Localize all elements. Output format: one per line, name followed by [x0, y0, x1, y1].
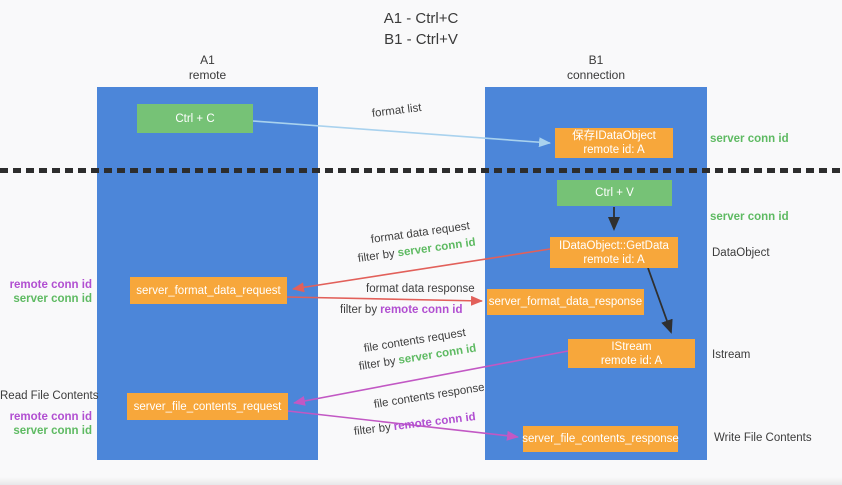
save-dataobject-line1: 保存IDataObject — [572, 130, 656, 142]
page-title: A1 - Ctrl+C B1 - Ctrl+V — [0, 8, 842, 50]
save-dataobject-node: 保存IDataObject remote id: A — [555, 128, 673, 158]
column-header-b1: B1 connection — [485, 53, 707, 83]
bottom-shadow — [0, 477, 842, 485]
getdata-line2: remote id: A — [583, 253, 645, 266]
getdata-line1: IDataObject::GetData — [559, 239, 669, 252]
filter-by-text: filter by — [357, 247, 396, 265]
server-file-contents-response-node: server_file_contents_response — [522, 426, 679, 452]
column-a1-role: remote — [188, 68, 227, 82]
istream-node: IStream remote id: A — [568, 339, 695, 368]
ctrl-c-node: Ctrl + C — [137, 104, 253, 133]
ctrl-v-label: Ctrl + V — [595, 187, 634, 199]
dataobject-label: DataObject — [712, 247, 770, 259]
server-file-contents-request-label: server_file_contents_request — [133, 400, 282, 413]
filter-by-text: filter by — [353, 421, 392, 438]
istream-line2: remote id: A — [600, 354, 663, 367]
server-file-contents-request-node: server_file_contents_request — [127, 393, 288, 420]
write-file-contents-label: Write File Contents — [714, 432, 812, 444]
server-format-data-request-node: server_format_data_request — [130, 277, 287, 304]
server-conn-id-label-mid: server conn id — [710, 211, 789, 223]
format-data-response-label: format data response — [366, 283, 475, 295]
column-header-a1: A1 remote — [97, 53, 318, 83]
server-file-contents-response-label: server_file_contents_response — [522, 433, 679, 445]
ctrl-v-node: Ctrl + V — [557, 180, 672, 206]
getdata-node: IDataObject::GetData remote id: A — [550, 237, 678, 268]
format-conn-id-stack: remote conn id server conn id — [0, 278, 92, 306]
server-format-data-request-label: server_format_data_request — [136, 284, 281, 297]
remote-conn-id-label-file: remote conn id — [9, 411, 92, 423]
filter-by-text: filter by — [340, 304, 378, 316]
ctrl-c-label: Ctrl + C — [175, 112, 215, 125]
column-b1-role: connection — [566, 68, 626, 82]
title-line-paste: B1 - Ctrl+V — [384, 31, 458, 48]
read-file-contents-text: Read File Contents — [0, 390, 99, 402]
column-a1-name: A1 — [200, 53, 215, 67]
title-line-copy: A1 - Ctrl+C — [383, 10, 459, 27]
istream-line1: IStream — [611, 340, 652, 353]
save-dataobject-line2: remote id: A — [583, 144, 645, 156]
format-list-label: format list — [371, 101, 423, 120]
server-format-data-response-node: server_format_data_response — [487, 289, 644, 315]
server-conn-id-label-top: server conn id — [710, 133, 789, 145]
server-format-data-response-label: server_format_data_response — [488, 296, 643, 308]
server-conn-id-label-format: server conn id — [13, 293, 92, 305]
read-file-contents-label: Read File Contents — [0, 389, 99, 403]
dashed-divider — [0, 168, 842, 173]
file-conn-id-stack: remote conn id server conn id — [0, 410, 92, 438]
file-contents-response-label: file contents response — [373, 381, 486, 411]
filter-keyword-remote: remote conn id — [393, 411, 477, 434]
filter-by-text: filter by — [358, 355, 397, 373]
remote-conn-id-label-format: remote conn id — [9, 279, 92, 291]
column-b1-name: B1 — [588, 53, 604, 67]
filter-keyword-remote: remote conn id — [380, 304, 463, 316]
server-conn-id-label-file: server conn id — [13, 425, 92, 437]
istream-side-label: Istream — [712, 349, 751, 361]
